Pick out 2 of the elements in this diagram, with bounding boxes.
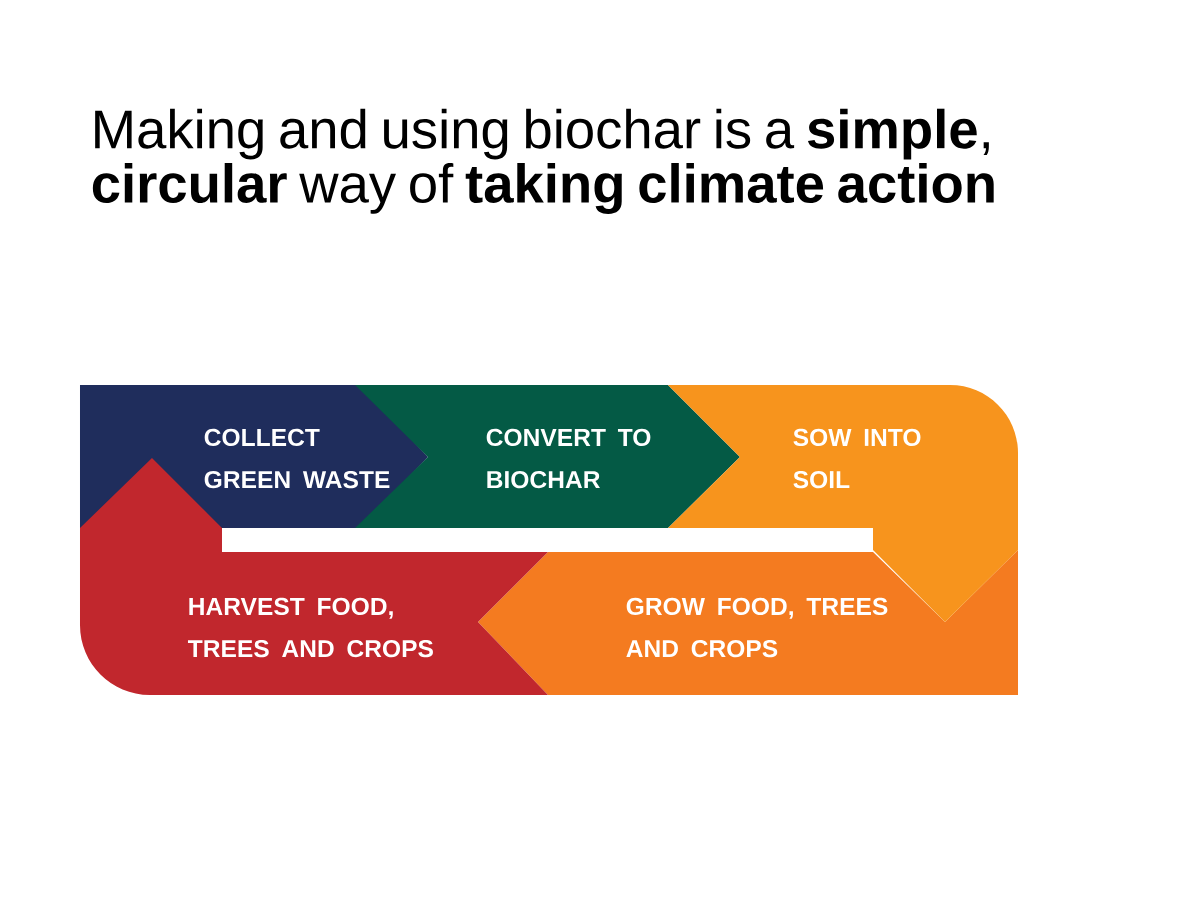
- arrow-band: GROW FOOD, TREES AND CROPS: [478, 550, 1018, 695]
- title: Making and using biochar is a simple, circular way of taking climate action: [92, 108, 994, 214]
